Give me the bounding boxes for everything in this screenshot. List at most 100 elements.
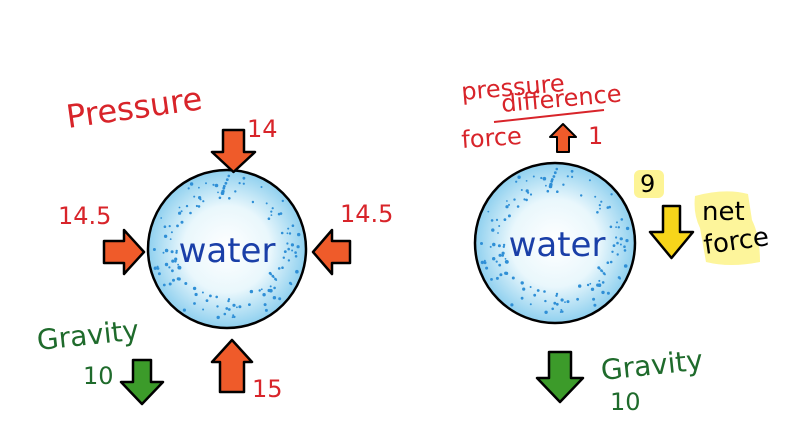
water-dot (178, 211, 182, 215)
pressure-value-top: 14 (247, 115, 278, 143)
water-dot (168, 225, 171, 228)
water-dots-left (152, 174, 301, 320)
water-dot (168, 282, 172, 286)
water-dot (520, 189, 523, 191)
water-dot (625, 239, 629, 243)
water-dot (615, 226, 617, 229)
water-dot (504, 258, 507, 260)
water-dot (490, 278, 493, 281)
water-dot (205, 182, 207, 185)
gravity-value-left: 10 (83, 362, 114, 390)
water-dot (593, 303, 597, 307)
water-dot (516, 205, 520, 208)
water-dot (550, 178, 554, 181)
net-value-highlight (634, 170, 664, 198)
water-dot (262, 293, 266, 297)
water-dot (260, 288, 263, 291)
water-dot (588, 179, 591, 182)
water-dot (511, 276, 515, 280)
water-dot (555, 167, 559, 171)
water-dot (172, 278, 175, 282)
water-dot (272, 296, 277, 300)
water-dot (490, 219, 494, 222)
water-dot (175, 251, 178, 254)
pressure-difference-arrow-icon (549, 123, 577, 153)
water-dot (205, 299, 209, 302)
water-dot (187, 187, 190, 190)
water-dot (248, 303, 251, 306)
water-dot (615, 236, 618, 239)
water-dot (529, 193, 533, 196)
pressure-arrow-right-icon (311, 228, 352, 276)
water-dot (491, 228, 495, 232)
water-dot (594, 195, 597, 198)
water-dot (544, 299, 547, 303)
water-dot (232, 303, 236, 307)
water-dot (525, 189, 529, 193)
water-dot (599, 207, 601, 210)
water-dot (495, 276, 499, 280)
gravity-label-left: Gravity (35, 313, 140, 357)
water-dot (171, 259, 175, 263)
water-dot (297, 232, 301, 237)
water-dot (566, 300, 570, 304)
water-dot (162, 283, 166, 287)
water-dot (258, 289, 261, 292)
water-dot (566, 175, 569, 178)
water-dot (231, 316, 234, 319)
water-dot (544, 310, 548, 314)
water-dot (281, 199, 284, 203)
water-dot (580, 194, 583, 197)
water-dot (555, 294, 558, 297)
water-dot (233, 315, 236, 319)
water-dot (508, 203, 510, 206)
water-dot (153, 266, 157, 270)
water-dot (176, 224, 179, 228)
water-dot (280, 231, 284, 235)
water-dot (227, 308, 231, 311)
water-dot (156, 267, 160, 270)
gravity-label-right: Gravity (599, 343, 704, 387)
water-dot (294, 254, 298, 258)
water-dot (556, 190, 559, 193)
water-dot (157, 272, 161, 276)
water-dot (492, 242, 496, 246)
water-dot (495, 260, 498, 263)
water-dot (606, 291, 610, 295)
water-dot (281, 266, 284, 270)
water-dot (238, 305, 242, 309)
water-dot (505, 205, 509, 209)
water-label-left: water (179, 231, 276, 271)
water-dot (549, 182, 553, 187)
water-dot (578, 284, 582, 288)
gravity-arrow-right-icon (535, 350, 585, 404)
water-dot (601, 290, 605, 295)
water-dot (170, 250, 174, 254)
water-dot (236, 306, 238, 309)
water-dot (560, 309, 563, 311)
net-force-arrow-icon (648, 204, 695, 260)
water-dot (610, 193, 613, 196)
water-dot (267, 288, 271, 293)
water-dot (225, 307, 229, 310)
water-dot (598, 279, 601, 282)
water-dot (278, 297, 282, 301)
water-dot (174, 260, 177, 263)
water-dot (269, 285, 272, 288)
water-dot (251, 200, 255, 204)
water-dot (152, 248, 156, 251)
water-dot (620, 238, 623, 240)
water-dot (294, 251, 297, 254)
water-dot (249, 289, 254, 294)
water-dot (209, 294, 212, 298)
water-dot (163, 234, 168, 238)
water-dot (228, 197, 231, 200)
water-dot (520, 281, 524, 285)
water-dot (618, 277, 622, 280)
water-dot (178, 206, 181, 209)
water-dot (536, 289, 540, 292)
water-dot (223, 312, 227, 316)
water-dot (506, 200, 508, 202)
pressure-title: Pressure (64, 79, 205, 136)
water-dot (487, 210, 490, 213)
